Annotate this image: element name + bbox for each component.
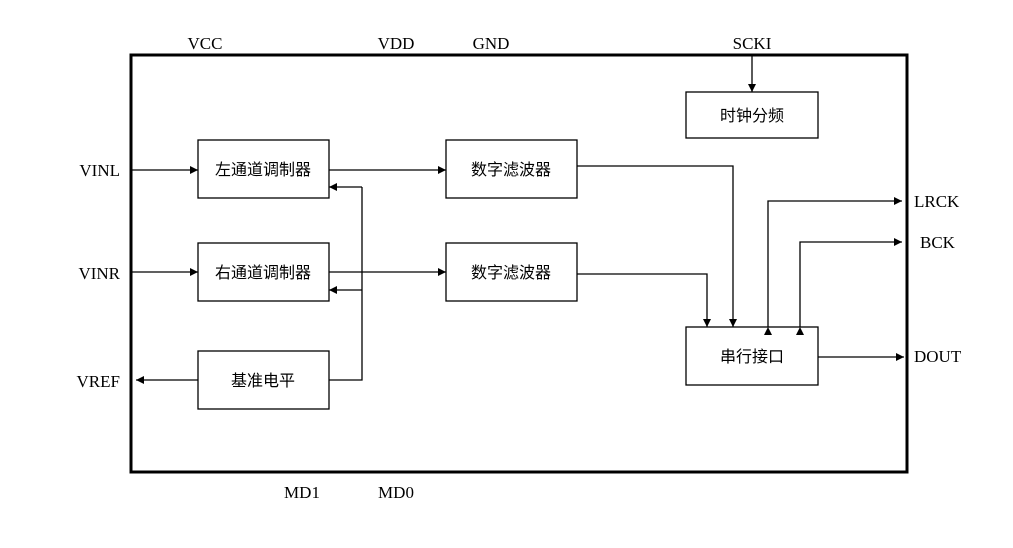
right-modulator-block: 右通道调制器 <box>197 242 330 302</box>
pin-gnd-label: GND <box>473 34 510 53</box>
pin-vinr-label: VINR <box>78 264 120 283</box>
reference-level-label: 基准电平 <box>231 371 295 390</box>
left-modulator-label: 左通道调制器 <box>215 160 311 179</box>
digital-filter-left-label: 数字滤波器 <box>471 160 551 179</box>
pin-scki-label: SCKI <box>733 34 772 53</box>
digital-filter-right-block: 数字滤波器 <box>445 242 578 302</box>
pin-lrck-label: LRCK <box>914 192 960 211</box>
left-modulator-block: 左通道调制器 <box>197 139 330 199</box>
reference-level-block: 基准电平 <box>197 350 330 410</box>
right-modulator-label: 右通道调制器 <box>215 263 311 282</box>
pin-md0-label: MD0 <box>378 483 414 502</box>
bck-arrow <box>796 238 902 335</box>
pin-md1-label: MD1 <box>284 483 320 502</box>
pin-vinl-label: VINL <box>79 161 120 180</box>
pin-dout-label: DOUT <box>914 347 962 366</box>
reference-bus-line <box>329 187 363 381</box>
clock-divider-label: 时钟分频 <box>720 106 784 125</box>
right-filter-to-serial-arrow <box>577 273 711 327</box>
pin-vcc-label: VCC <box>188 34 223 53</box>
clock-divider-block: 时钟分频 <box>685 91 819 139</box>
pin-vref-label: VREF <box>77 372 120 391</box>
digital-filter-left-block: 数字滤波器 <box>445 139 578 199</box>
serial-interface-label: 串行接口 <box>720 347 784 366</box>
digital-filter-right-label: 数字滤波器 <box>471 263 551 282</box>
serial-interface-block: 串行接口 <box>685 326 819 386</box>
lrck-arrow <box>764 197 902 335</box>
left-filter-to-serial-arrow <box>577 165 737 327</box>
chip-outline <box>129 53 909 474</box>
pin-bck-label: BCK <box>920 233 956 252</box>
pin-vdd-label: VDD <box>378 34 415 53</box>
